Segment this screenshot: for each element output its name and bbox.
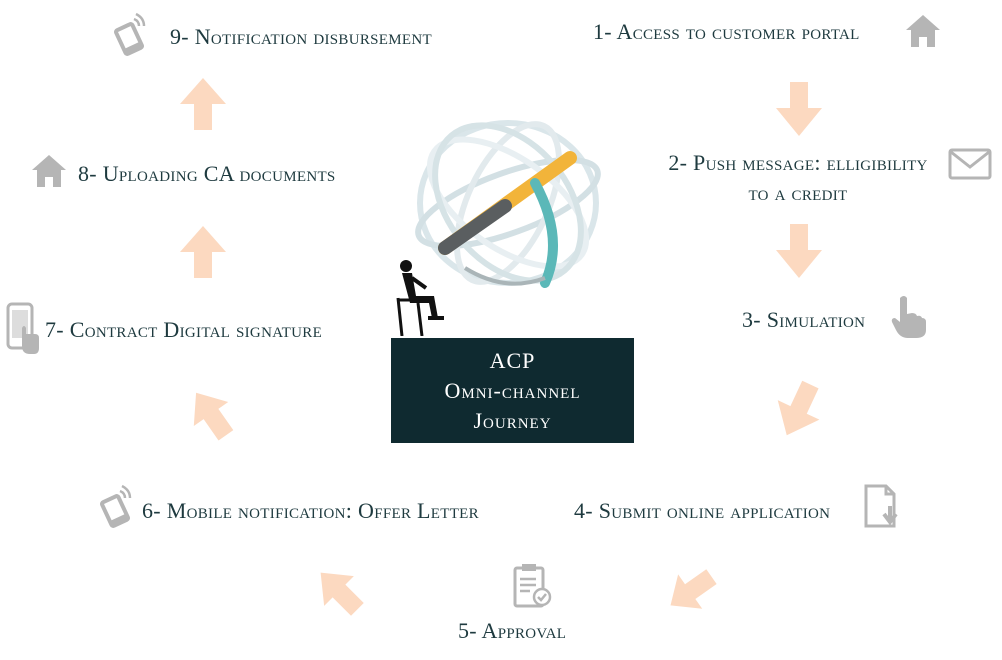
step-7-label: 7- Contract Digital signature: [45, 317, 323, 342]
step-8-label: 8- Uploading CA documents: [78, 161, 336, 186]
center-title-line3: Journey: [473, 407, 552, 433]
center-title-box: ACP Omni-channel Journey: [391, 338, 634, 443]
arrow-up-8-to-9: [180, 78, 226, 130]
step-2-label: 2- Push message: elligibility to a credi…: [662, 148, 934, 208]
arrow-diagonal-5-to-6: [320, 572, 364, 616]
phone-touch-icon: [6, 302, 39, 354]
envelope-icon: [948, 148, 992, 180]
arrow-diagonal-3-to-4: [777, 380, 820, 436]
clipboard-check-icon: [513, 564, 552, 608]
pointing-hand-icon: [891, 296, 926, 338]
mobile-notification-icon: [114, 12, 146, 56]
arrow-diagonal-6-to-7: [193, 392, 234, 441]
center-title-line1: ACP: [489, 347, 536, 373]
step-4-label: 4- Submit online application: [574, 498, 831, 523]
step-9-label: 9- Notification disbursement: [170, 24, 432, 49]
step-2-label-line1: 2- Push message: elligibility: [668, 150, 928, 175]
step-2-label-line2: to a credit: [748, 180, 848, 205]
home-icon: [906, 15, 940, 47]
home-icon: [32, 155, 66, 187]
center-title-line2: Omni-channel: [444, 377, 581, 403]
arrow-down-2-to-3: [776, 224, 822, 278]
step-1-label: 1- Access to customer portal: [593, 19, 860, 44]
step-3-label: 3- Simulation: [742, 307, 866, 332]
mobile-notification-icon: [100, 484, 132, 528]
document-download-icon: [864, 484, 898, 528]
person-silhouette: [396, 260, 444, 336]
arrow-up-7-to-8: [180, 226, 226, 278]
step-6-label: 6- Mobile notification: Offer Letter: [142, 498, 479, 523]
arrow-down-1-to-2: [776, 82, 822, 136]
arrow-diagonal-4-to-5: [670, 569, 717, 609]
globe-illustration: [415, 120, 601, 288]
step-5-label: 5- Approval: [458, 618, 567, 643]
